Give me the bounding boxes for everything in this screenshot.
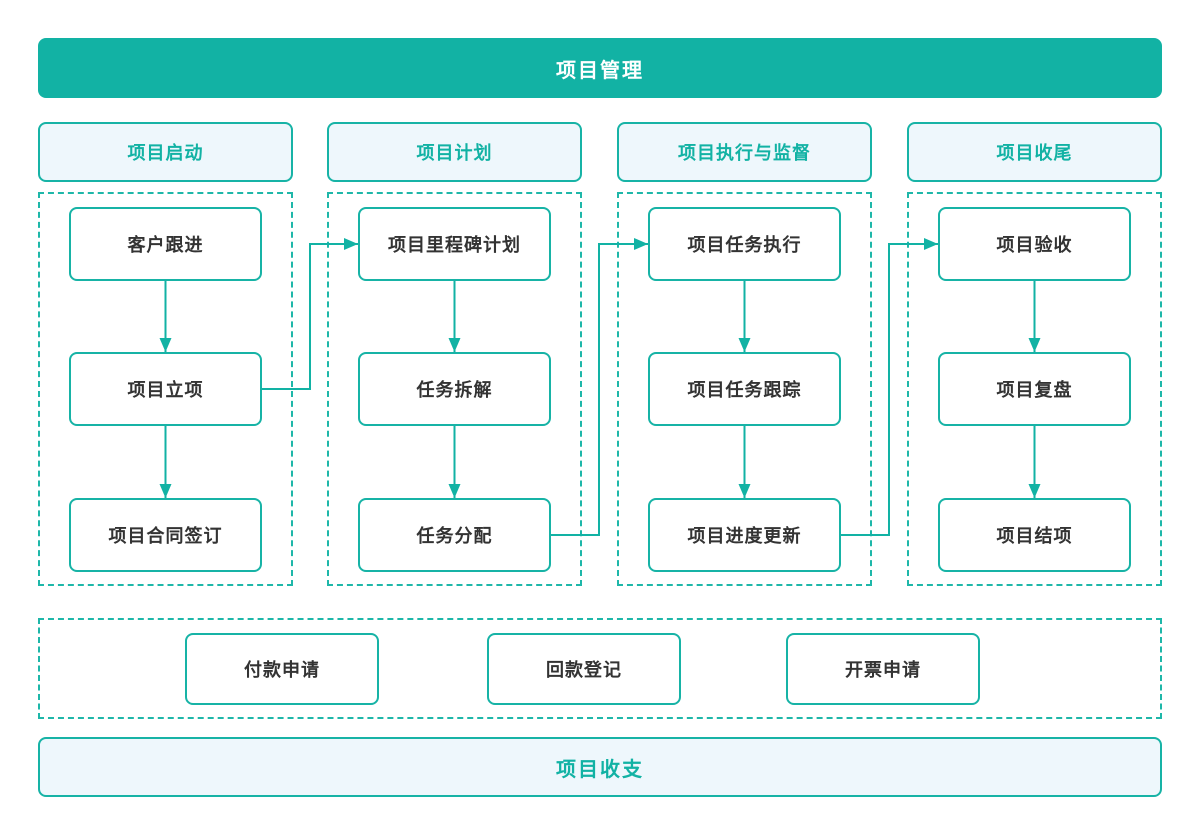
node-project-acceptance: 项目验收 <box>938 207 1131 281</box>
node-label: 项目里程碑计划 <box>388 235 521 255</box>
finance-frame <box>38 618 1162 719</box>
node-project-closure: 项目结项 <box>938 498 1131 572</box>
node-project-approval: 项目立项 <box>69 352 262 426</box>
node-task-breakdown: 任务拆解 <box>358 352 551 426</box>
income-expense-label: 项目收支 <box>556 758 644 781</box>
phase-header-label: 项目执行与监督 <box>678 143 811 163</box>
title-label: 项目管理 <box>556 59 644 82</box>
node-label: 任务拆解 <box>416 380 493 400</box>
phase-header-initiation: 项目启动 <box>38 122 293 182</box>
node-customer-follow-up: 客户跟进 <box>69 207 262 281</box>
node-label: 任务分配 <box>416 526 493 546</box>
node-task-tracking: 项目任务跟踪 <box>648 352 841 426</box>
node-label: 项目任务执行 <box>687 235 802 255</box>
node-label: 项目立项 <box>127 380 204 400</box>
phase-header-execution-monitoring: 项目执行与监督 <box>617 122 872 182</box>
node-milestone-plan: 项目里程碑计划 <box>358 207 551 281</box>
node-invoice-request: 开票申请 <box>786 633 980 705</box>
node-label: 项目任务跟踪 <box>687 380 802 400</box>
title-banner: 项目管理 <box>38 38 1162 98</box>
phase-header-closing: 项目收尾 <box>907 122 1162 182</box>
node-task-execution: 项目任务执行 <box>648 207 841 281</box>
phase-header-label: 项目计划 <box>416 143 493 163</box>
node-label: 项目复盘 <box>996 380 1073 400</box>
node-task-assignment: 任务分配 <box>358 498 551 572</box>
node-label: 客户跟进 <box>127 235 204 255</box>
node-collection-register: 回款登记 <box>487 633 681 705</box>
node-progress-update: 项目进度更新 <box>648 498 841 572</box>
phase-header-label: 项目启动 <box>127 143 204 163</box>
node-label: 回款登记 <box>546 660 622 680</box>
phase-header-planning: 项目计划 <box>327 122 582 182</box>
node-label: 开票申请 <box>845 660 921 680</box>
node-label: 项目结项 <box>996 526 1073 546</box>
phase-header-label: 项目收尾 <box>996 143 1073 163</box>
node-label: 项目验收 <box>996 235 1073 255</box>
node-label: 项目进度更新 <box>687 526 802 546</box>
node-contract-signing: 项目合同签订 <box>69 498 262 572</box>
node-label: 付款申请 <box>244 660 320 680</box>
node-project-review: 项目复盘 <box>938 352 1131 426</box>
node-payment-request: 付款申请 <box>185 633 379 705</box>
income-expense-banner: 项目收支 <box>38 737 1162 797</box>
node-label: 项目合同签订 <box>108 526 223 546</box>
